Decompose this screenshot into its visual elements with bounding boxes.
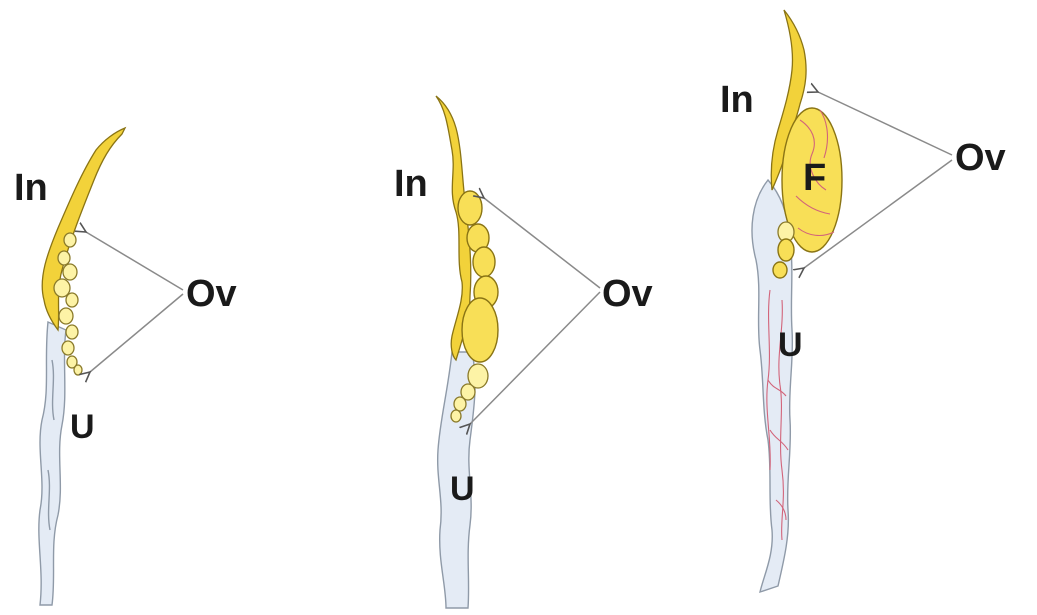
panel-3-infundibulum-label: In — [720, 79, 754, 121]
panel-2-arrow-upper — [484, 198, 600, 288]
panel-2-infundibulum-label: In — [394, 163, 428, 205]
panel-1-uterus-label: U — [70, 408, 95, 446]
panel-2-ovary-label: Ov — [602, 273, 653, 315]
panel-1-ovary-label: Ov — [186, 273, 237, 315]
panel-3-uterus-label: U — [778, 326, 803, 364]
panel-1-arrow-lower — [90, 294, 183, 372]
panel-1: In Ov U — [14, 128, 237, 605]
panel-3-follicle-label: F — [803, 157, 826, 199]
panel-1-infundibulum-label: In — [14, 167, 48, 209]
panel-1-infundibulum — [42, 128, 125, 330]
panel-3-ovary-label: Ov — [955, 137, 1006, 179]
panel-2: In Ov U — [394, 96, 653, 608]
panel-1-arrow-upper — [86, 232, 183, 290]
panel-2-uterus-label: U — [450, 470, 475, 508]
panel-3: In F Ov U — [720, 10, 1006, 592]
